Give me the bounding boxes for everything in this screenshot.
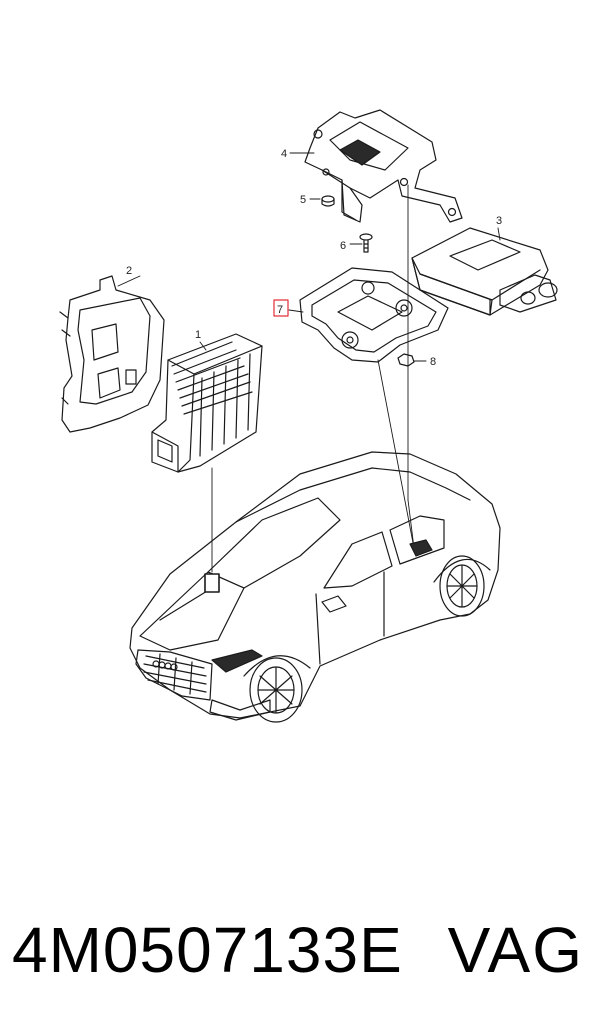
bracket-part-4 (304, 109, 463, 223)
control-unit-part-3 (411, 227, 558, 316)
callout-7-highlight (273, 299, 289, 317)
vehicle-outline (129, 451, 501, 723)
part-number: 4M0507133E (12, 914, 403, 986)
footer: 4M0507133E VAG (0, 895, 600, 1005)
callout-4: 4 (281, 148, 287, 160)
bolt-part-5 (321, 195, 335, 207)
holder-plate-part-7 (299, 267, 449, 363)
callout-1: 1 (195, 329, 201, 341)
nut-part-8 (397, 353, 415, 367)
leader-lines (117, 152, 501, 573)
callout-2: 2 (126, 265, 132, 277)
callout-8: 8 (430, 356, 436, 368)
callout-7: 7 (277, 304, 283, 316)
parts-diagram: 1 2 3 4 5 6 7 8 (59, 109, 558, 723)
bracket-part-2 (59, 275, 165, 433)
brand-label: VAG (447, 914, 584, 986)
bolt-part-6 (359, 233, 373, 253)
callout-5: 5 (300, 194, 306, 206)
control-unit-part-1 (151, 333, 263, 473)
callout-3: 3 (496, 215, 502, 227)
callout-6: 6 (340, 240, 346, 252)
